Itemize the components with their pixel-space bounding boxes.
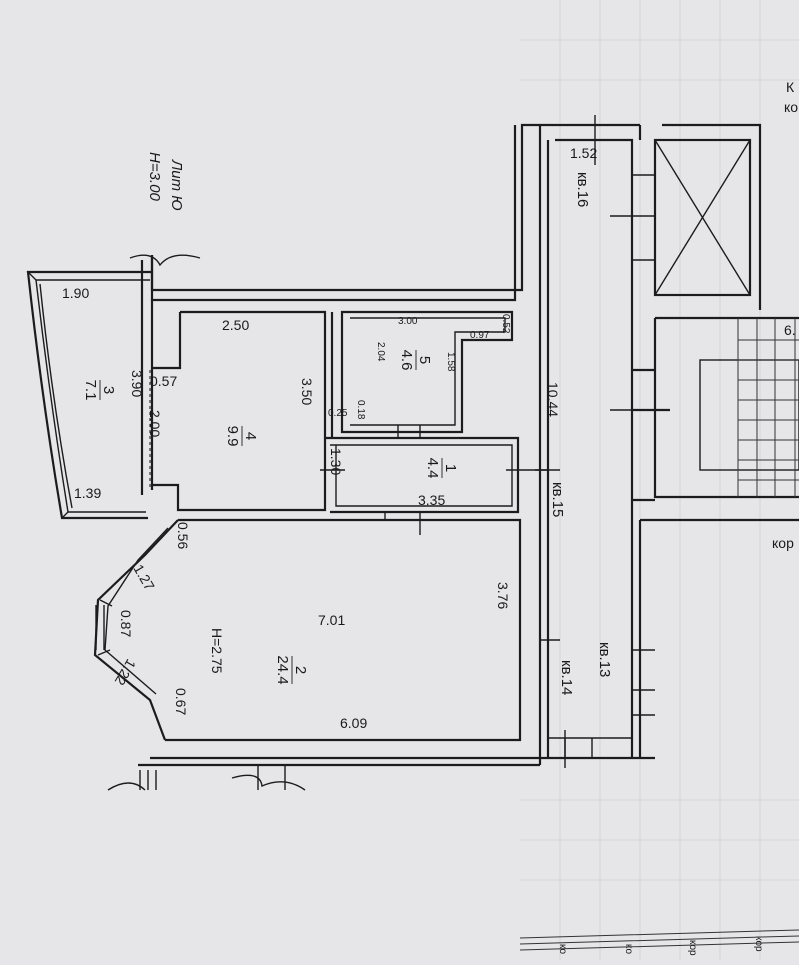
- ceiling-height-main: H=3.00: [146, 152, 163, 201]
- dim-0-25: 0.25: [328, 408, 348, 419]
- lit-label: Лит Ю: [168, 159, 185, 211]
- room-3-area: 7.1: [82, 380, 99, 401]
- dim-1-52: 1.52: [570, 145, 597, 161]
- dim-3-00: 3.00: [398, 316, 418, 327]
- ceiling-height-room-2: H=2.75: [209, 628, 225, 674]
- apartment-kv14: кв.14: [558, 660, 575, 695]
- dim-2-04: 2.04: [375, 342, 386, 362]
- fragment-right-top: К: [786, 79, 795, 95]
- room-2-walls: [93, 512, 522, 742]
- room-1-area: 4.4: [424, 458, 441, 479]
- dim-7-01: 7.01: [318, 612, 345, 628]
- room-1-number: 1: [442, 464, 459, 472]
- room-5-number: 5: [416, 356, 433, 364]
- dim-2-00: 2.00: [147, 410, 163, 437]
- dim-0-18: 0.18: [355, 400, 366, 420]
- balcony-room-3: [26, 270, 152, 520]
- apartment-kv16: кв.16: [574, 172, 591, 207]
- paper-edge-stack: [519, 929, 799, 951]
- room-label-5: 5 4.6: [398, 350, 433, 371]
- dim-1-58: 1.58: [445, 352, 456, 372]
- fragment-bottom-4: кор: [753, 936, 764, 952]
- dim-2-50: 2.50: [222, 317, 249, 333]
- dim-1-27: 1.27: [130, 562, 158, 594]
- dim-1-90: 1.90: [62, 285, 89, 301]
- break-lines: [107, 254, 306, 791]
- outer-walls: [138, 123, 640, 767]
- bottom-windows: [139, 765, 286, 790]
- room-label-4: 4 9.9: [224, 426, 259, 447]
- dim-1-30: 1.30: [328, 448, 344, 475]
- room-4-area: 9.9: [224, 426, 241, 447]
- dim-1-39: 1.39: [74, 485, 101, 501]
- room-label-1: 1 4.4: [424, 458, 459, 479]
- room-4-number: 4: [242, 432, 259, 440]
- room-3-number: 3: [100, 386, 117, 394]
- fragment-bottom-3: кор: [687, 940, 698, 956]
- dim-0-67: 0.67: [173, 688, 189, 715]
- room-2-number: 2: [292, 666, 309, 674]
- room-2-area: 24.4: [274, 655, 291, 684]
- fragment-right-top2: ко: [784, 99, 798, 115]
- dim-10-44: 10.44: [545, 382, 561, 417]
- dim-3-76: 3.76: [495, 582, 511, 609]
- dim-0-57: 0.57: [150, 373, 177, 389]
- staircase: [632, 316, 799, 502]
- dim-0-97: 0.97: [470, 330, 490, 341]
- dim-0-56: 0.56: [175, 522, 191, 549]
- room-label-2: 2 24.4: [274, 655, 309, 684]
- room-1-walls: [320, 436, 548, 514]
- fragment-right-mid: 6.: [784, 322, 796, 338]
- fragment-bottom-2: ко: [623, 944, 634, 954]
- elevator-shaft: [632, 123, 762, 310]
- apartment-kv15: кв.15: [549, 482, 566, 517]
- room-5-walls: [340, 310, 514, 438]
- room-4-walls: [152, 310, 334, 512]
- room-label-3: 3 7.1: [82, 380, 117, 401]
- dim-6-09: 6.09: [340, 715, 367, 731]
- right-lower-structures: [540, 518, 799, 760]
- dim-3-35: 3.35: [418, 492, 445, 508]
- dim-3-50: 3.50: [299, 378, 315, 405]
- fragment-right-mid2: кор: [772, 535, 794, 551]
- dim-0-87: 0.87: [118, 610, 134, 637]
- apartment-kv13: кв.13: [596, 642, 613, 677]
- room-5-area: 4.6: [398, 350, 415, 371]
- dim-3-90: 3.90: [129, 370, 145, 397]
- dim-0-52: 0.52: [500, 314, 511, 334]
- boundary-marks: [535, 115, 665, 768]
